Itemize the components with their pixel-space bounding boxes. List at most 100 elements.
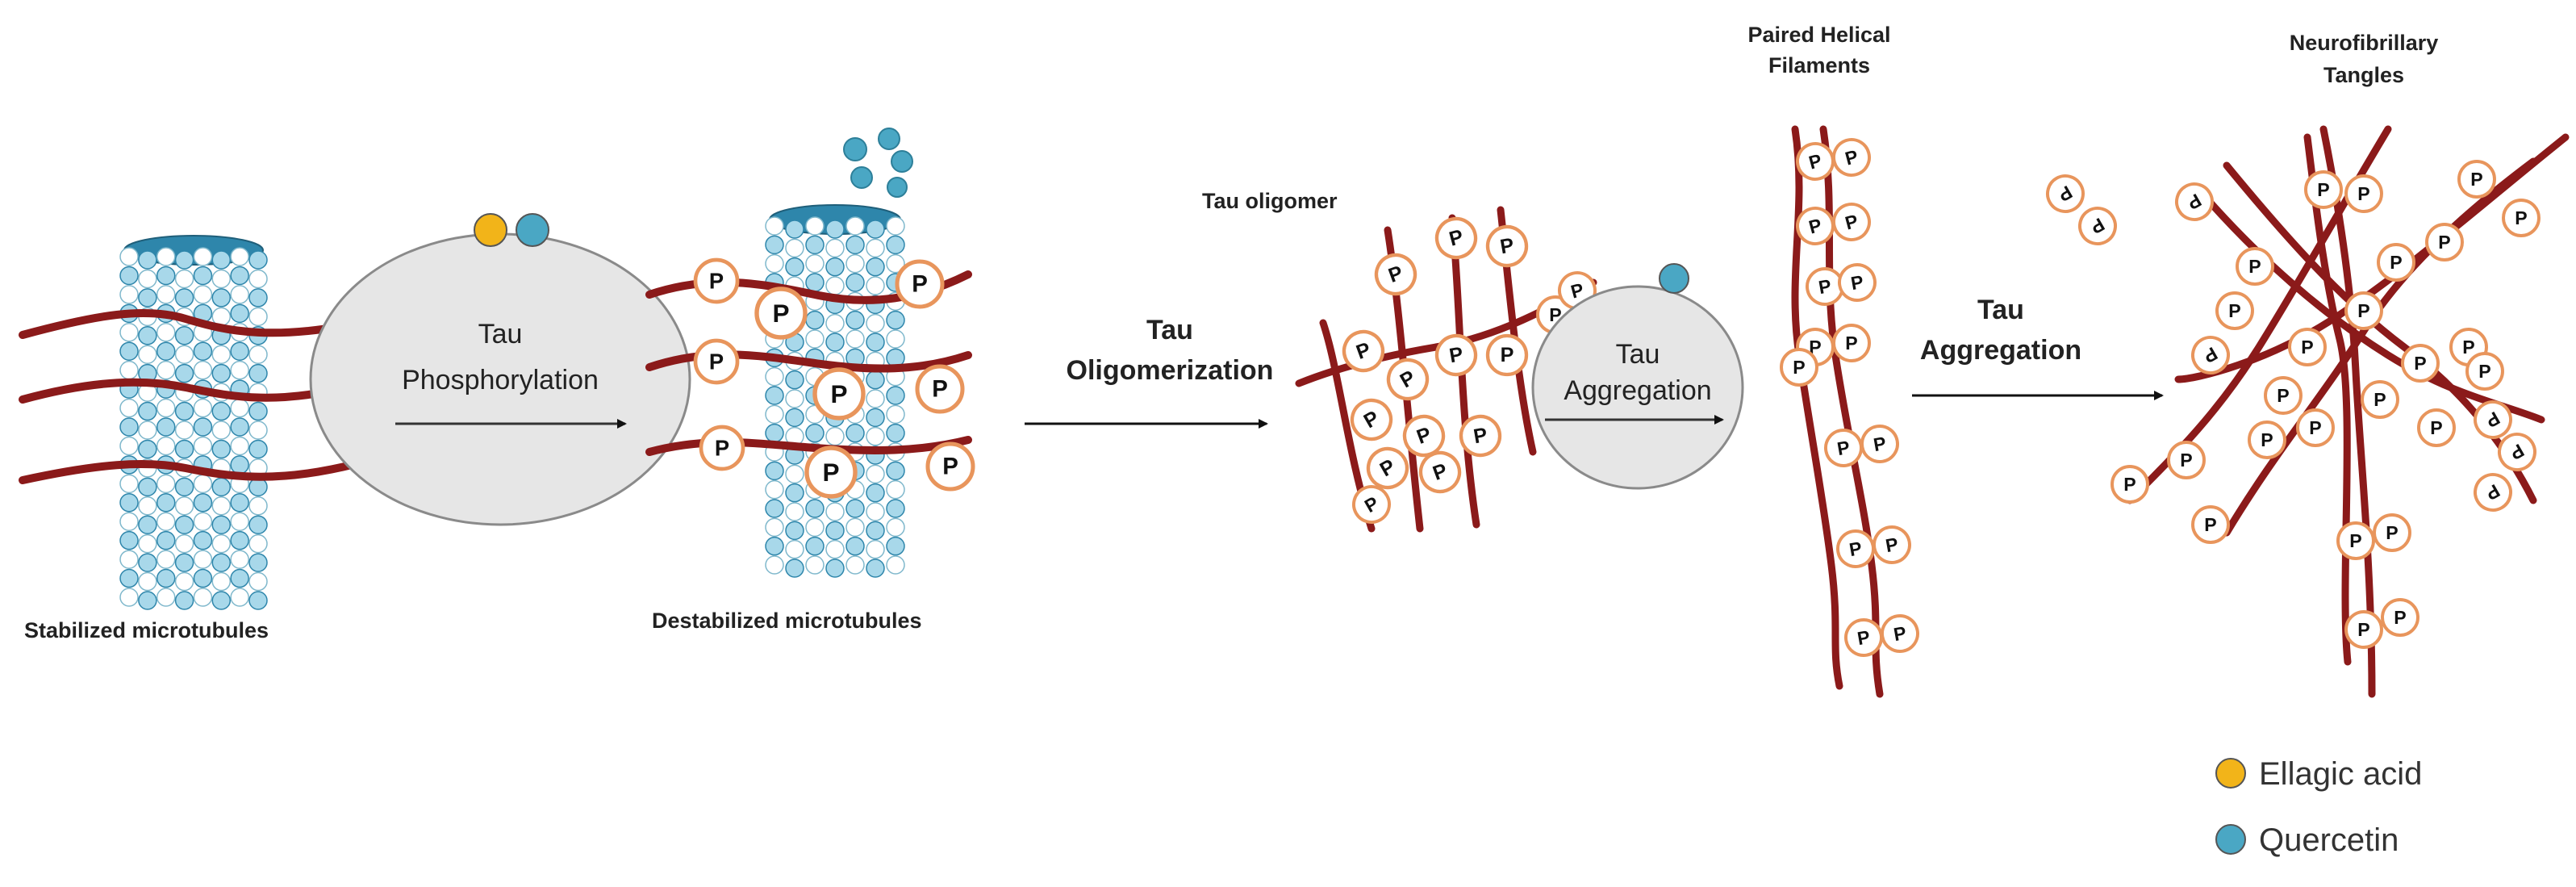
tubulin-subunit <box>193 360 213 380</box>
tubulin-subunit <box>805 499 825 518</box>
tubulin-subunit <box>211 571 232 592</box>
tubulin-subunit <box>866 313 885 333</box>
tubulin-subunit <box>765 499 784 518</box>
tubulin-subunit <box>119 493 139 513</box>
phosphate-badge: P <box>1881 614 1919 653</box>
tubulin-subunit <box>765 423 784 443</box>
stabilized-microtubule <box>119 235 268 610</box>
tubulin-subunit <box>211 496 232 516</box>
tubulin-subunit <box>866 483 885 503</box>
tubulin-subunit <box>825 257 845 277</box>
tubulin-subunit <box>886 235 905 255</box>
tubulin-subunit <box>138 345 157 364</box>
phosphate-label: P <box>2301 337 2313 358</box>
tubulin-subunit <box>886 479 905 500</box>
tubulin-subunit <box>119 398 139 418</box>
phosphate-label: P <box>2414 353 2426 374</box>
aggregation-step-b: Tau Aggregation <box>1912 295 2164 400</box>
tubulin-subunit <box>886 253 905 274</box>
phosphate-badge: P <box>2215 291 2254 330</box>
tubulin-subunit <box>193 588 213 607</box>
phosphate-label: P <box>2228 300 2240 321</box>
tubulin-subunit <box>193 512 213 531</box>
tubulin-subunit <box>845 310 865 330</box>
phosphate-badge: P <box>2296 408 2335 447</box>
tubulin-subunit <box>785 539 804 559</box>
phosphate-badge: P <box>2191 505 2230 544</box>
tubulin-subunit <box>248 307 268 327</box>
phosphate-badge: P <box>2457 160 2496 199</box>
tubulin-subunit <box>193 247 213 266</box>
phosphate-badge: P <box>2264 376 2303 415</box>
tubulin-subunit <box>765 253 784 274</box>
tubulin-subunit <box>138 269 157 289</box>
phosphate-label: P <box>2386 522 2398 543</box>
tubulin-subunit <box>174 439 194 459</box>
phosphate-label: P <box>2317 179 2329 200</box>
tubulin-subunit <box>765 216 784 236</box>
tubulin-subunit <box>805 329 825 349</box>
tubulin-subunit <box>886 310 905 330</box>
phosphate-label: P <box>1856 626 1872 649</box>
phosphate-badge: P <box>1796 142 1835 181</box>
phosphate-badge: P <box>2373 513 2411 552</box>
tubulin-subunit <box>174 401 194 421</box>
tubulin-subunit <box>805 555 825 575</box>
tubulin-subunit <box>193 417 213 437</box>
phosphate-label: P <box>1843 210 1860 233</box>
phosphate-badge: P <box>1836 529 1875 568</box>
tubulin-subunit <box>866 502 885 521</box>
tubulin-subunit <box>119 550 139 569</box>
tubulin-subunit <box>119 266 139 286</box>
tubulin-subunit <box>785 220 804 239</box>
tubulin-subunit <box>230 417 249 437</box>
tubulin-subunit <box>174 345 194 364</box>
tubulin-subunit <box>805 253 825 274</box>
tubulin-subunit <box>211 553 232 572</box>
aggr-a-label-2: Aggregation <box>1564 375 1711 406</box>
tubulin-subunit <box>845 536 865 556</box>
tubulin-subunit <box>805 235 825 255</box>
phosphate-label: P <box>1835 437 1852 459</box>
tubulin-subunit <box>211 420 232 440</box>
tubulin-subunit <box>156 247 176 266</box>
legend-quercetin-swatch <box>2215 824 2246 855</box>
tubulin-subunit <box>845 329 865 349</box>
phosphate-badge: P <box>693 257 740 304</box>
tubulin-subunit <box>174 420 194 440</box>
tubulin-subunit <box>119 474 139 494</box>
tubulin-subunit <box>211 533 232 554</box>
tubulin-subunit <box>886 517 905 538</box>
tubulin-subunit <box>248 288 268 308</box>
phosphate-label: P <box>2438 232 2450 253</box>
tubulin-subunit <box>866 389 885 408</box>
tubulin-subunit <box>193 341 213 361</box>
phosphate-label: P <box>2374 389 2386 410</box>
phosphate-label: P <box>709 269 724 294</box>
phosphate-label: P <box>772 299 789 328</box>
phosphate-badge: P <box>2288 328 2327 366</box>
phosphate-label: P <box>1806 149 1824 173</box>
tubulin-subunit <box>765 536 784 556</box>
phosphate-label: P <box>1447 343 1464 367</box>
tubulin-subunit <box>230 493 249 513</box>
tubulin-subunit <box>193 474 213 494</box>
tubulin-subunit <box>886 423 905 443</box>
tubulin-subunit <box>156 341 176 361</box>
phosphate-label: P <box>1847 538 1864 560</box>
tubulin-subunit <box>845 235 865 255</box>
phosphate-badge: P <box>1418 450 1462 494</box>
phosphate-label: P <box>2462 337 2474 358</box>
tubulin-subunit <box>211 288 232 308</box>
tubulin-subunit <box>866 539 885 559</box>
tubulin-subunit <box>825 333 845 352</box>
phosphate-label: P <box>2204 514 2216 535</box>
phosphate-label: P <box>1843 145 1860 169</box>
phosphate-badge: P <box>925 441 975 492</box>
quercetin-marker <box>516 213 549 247</box>
phosphate-label: P <box>1498 234 1515 258</box>
tubulin-subunit <box>825 220 845 239</box>
tubulin-subunit <box>785 483 804 503</box>
tubulin-subunit <box>119 285 139 304</box>
